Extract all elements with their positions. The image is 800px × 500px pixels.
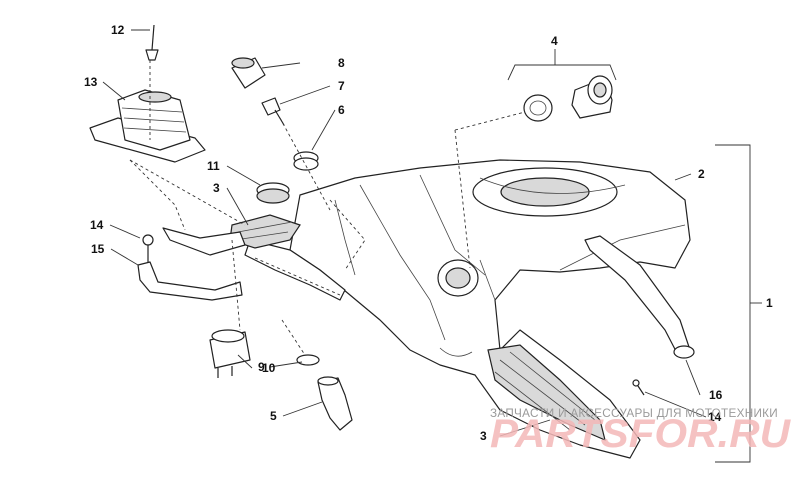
fuel-tank xyxy=(244,159,691,459)
watermark-logo: PARTSFOR.RU xyxy=(490,412,791,456)
callout-15: 15 xyxy=(91,242,105,256)
callout-13: 13 xyxy=(84,75,98,89)
gauge-ring xyxy=(256,182,290,204)
callout-5: 5 xyxy=(270,409,277,423)
shift-boot xyxy=(89,89,206,163)
callout-12: 12 xyxy=(111,23,125,37)
callout-8: 8 xyxy=(338,56,345,70)
callout-3-upper: 3 xyxy=(213,181,220,195)
tank-strap xyxy=(584,235,695,359)
callout-6: 6 xyxy=(338,103,345,117)
callout-4: 4 xyxy=(551,34,558,48)
key-cap xyxy=(231,57,266,89)
leader-lines xyxy=(102,29,762,463)
screw-right xyxy=(632,379,645,396)
callout-11: 11 xyxy=(207,159,220,173)
key xyxy=(261,97,285,126)
ignition-switch xyxy=(209,329,251,378)
fuel-sensor xyxy=(317,376,353,431)
callout-1: 1 xyxy=(766,296,773,310)
callout-7: 7 xyxy=(338,79,345,93)
callout-16: 16 xyxy=(709,388,723,402)
fuel-cap-assembly xyxy=(523,75,613,122)
callout-10: 10 xyxy=(262,361,276,375)
watermark-caption: ЗАПЧАСТИ И АКСЕССУАРЫ ДЛЯ МОТОТЕХНИКИ xyxy=(490,406,778,420)
callout-14-right: 14 xyxy=(708,410,722,424)
rivet xyxy=(145,24,159,61)
o-ring xyxy=(296,354,320,366)
grommet xyxy=(293,151,319,171)
callout-3-lower: 3 xyxy=(480,429,487,443)
callout-2: 2 xyxy=(698,167,705,181)
callout-14-left: 14 xyxy=(90,218,104,232)
callout-labels: 1 2 3 3 4 5 6 7 8 9 10 11 12 13 14 14 15… xyxy=(84,23,773,443)
callout-9: 9 xyxy=(258,360,265,374)
watermark: PARTSFOR.RU ЗАПЧАСТИ И АКСЕССУАРЫ ДЛЯ МО… xyxy=(490,406,791,456)
bracket xyxy=(137,227,246,301)
